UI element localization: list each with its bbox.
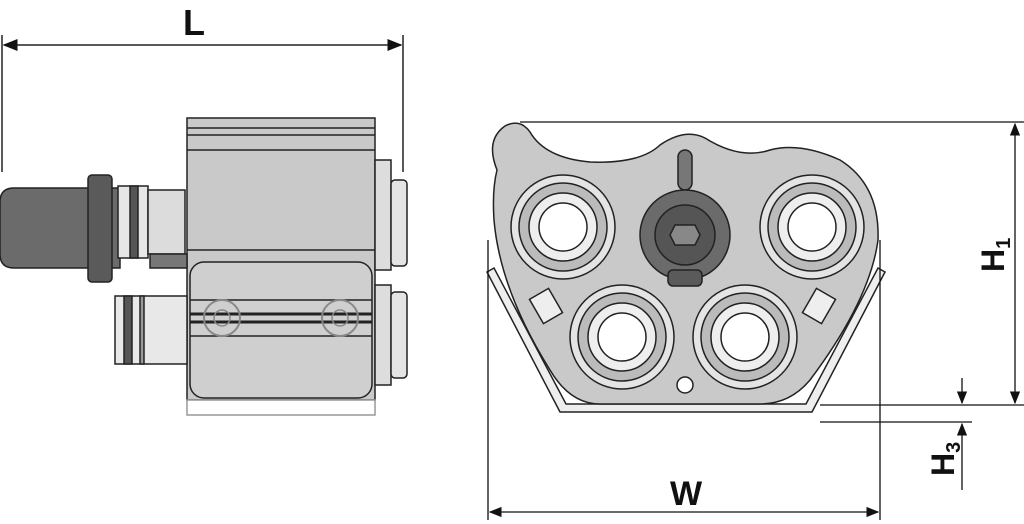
front-view (486, 122, 886, 413)
screw-icon (321, 299, 359, 337)
clip (801, 287, 837, 325)
dimension-label-h3: H3 (925, 442, 965, 476)
connector (374, 284, 392, 386)
clip (528, 287, 564, 325)
port (692, 284, 798, 390)
guard-plate (486, 266, 886, 413)
mounting-hole-icon (676, 376, 694, 394)
port (569, 284, 675, 390)
connector (374, 159, 392, 271)
screw-icon (203, 299, 241, 337)
base-strip (186, 399, 376, 416)
central-valve (639, 149, 731, 287)
port (759, 174, 865, 280)
hex-nut (87, 174, 113, 283)
side-view (0, 35, 408, 416)
lower-cover (189, 261, 373, 399)
port (510, 174, 616, 280)
dimension-label-w: W (670, 475, 703, 513)
dimension-label-h1: H1 (975, 238, 1015, 272)
dimension-label-l: L (183, 2, 205, 43)
